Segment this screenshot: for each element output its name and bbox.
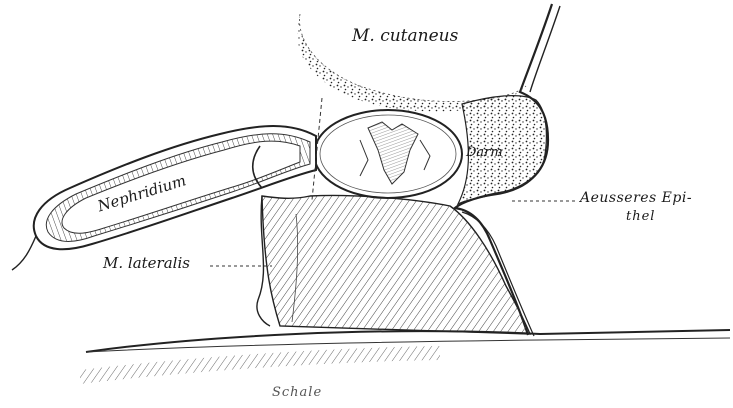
label-m-cutaneus: M. cutaneus [352, 28, 458, 45]
label-darm: Darm [466, 146, 503, 159]
label-epithel-line2: thel [626, 210, 655, 223]
label-m-lateralis: M. lateralis [103, 256, 190, 271]
label-schale: Schale [272, 386, 322, 399]
label-epithel-line1: Aeusseres Epi- [580, 191, 692, 205]
darm-gut [314, 110, 462, 198]
schale-shell [80, 330, 730, 384]
lateralis-muscle [262, 195, 530, 334]
